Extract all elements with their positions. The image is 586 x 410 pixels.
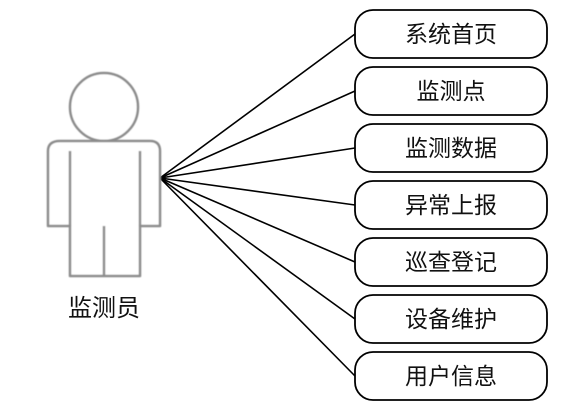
association-line [159,147,356,179]
use-case-node: 巡查登记 [354,237,548,287]
association-line [159,177,356,320]
actor-body [46,139,162,278]
use-case-node: 异常上报 [354,180,548,230]
association-line [159,177,356,263]
use-case-box [354,237,548,287]
use-case-box [354,351,548,401]
association-line [159,90,356,179]
actor-figure: 监测员 [46,71,162,322]
association-line [159,33,356,179]
use-case-label: 用户信息 [405,364,497,390]
use-case-node: 用户信息 [354,351,548,401]
association-lines [159,33,356,377]
association-line [159,177,356,377]
actor-label: 监测员 [68,294,140,322]
association-line [159,177,356,206]
use-case-node: 设备维护 [354,294,548,344]
use-case-label: 设备维护 [405,307,497,333]
use-case-label: 监测数据 [405,136,497,162]
use-case-node: 监测点 [354,66,548,116]
use-case-label: 监测点 [417,79,486,105]
use-case-box [354,9,548,59]
use-case-box [354,123,548,173]
use-case-box [354,66,548,116]
use-case-node: 系统首页 [354,9,548,59]
use-case-label: 巡查登记 [405,250,497,276]
use-case-label: 异常上报 [405,193,497,219]
use-case-node: 监测数据 [354,123,548,173]
use-case-label: 系统首页 [405,22,497,48]
use-case-box [354,180,548,230]
use-case-box [354,294,548,344]
actor-head [68,71,140,143]
